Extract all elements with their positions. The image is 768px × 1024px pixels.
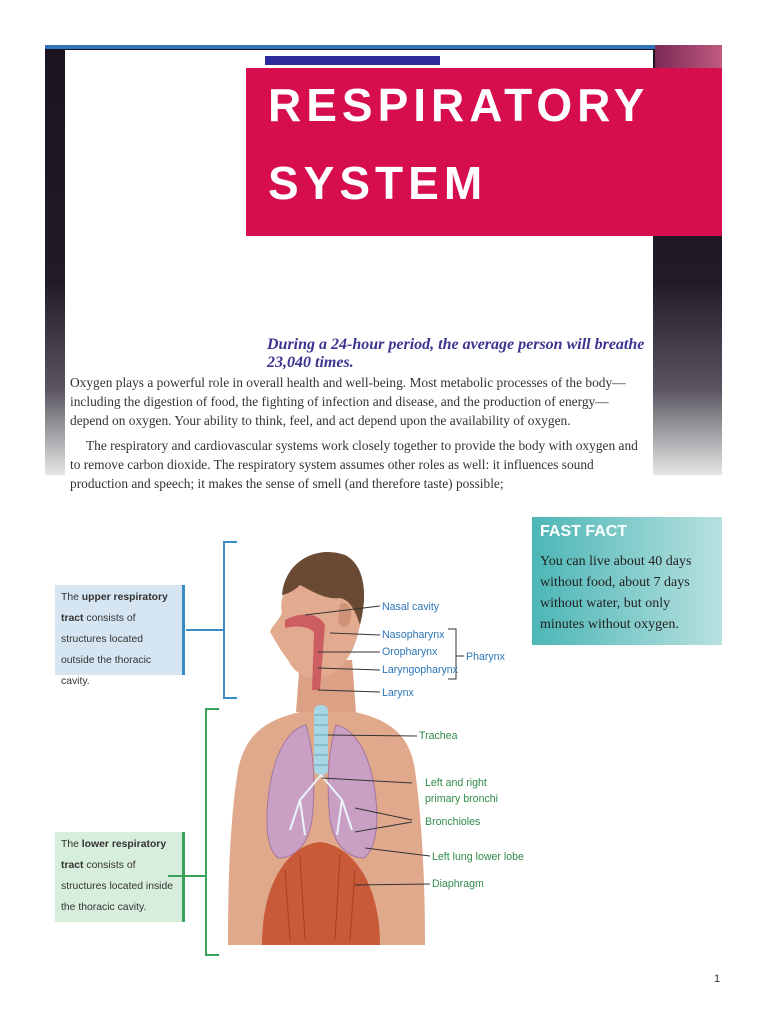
corner-decoration: [655, 45, 722, 70]
title-line-1: RESPIRATORY: [268, 79, 650, 131]
lower-box-bold: lower respiratory tract: [61, 839, 167, 871]
label-diaphragm: Diaphragm: [432, 878, 484, 890]
fast-fact-text: You can live about 40 days without food,…: [540, 554, 692, 632]
tagline: During a 24-hour period, the average per…: [267, 336, 645, 371]
diaphragm-shape: [262, 842, 380, 945]
label-laryngopharynx: Laryngopharynx: [382, 664, 458, 676]
label-pharynx: Pharynx: [466, 651, 505, 663]
label-nasopharynx: Nasopharynx: [382, 629, 445, 641]
diaphragm-fibers: [284, 854, 356, 941]
title-banner: RESPIRATORY SYSTEM: [246, 68, 722, 236]
label-left-lung-lower-lobe: Left lung lower lobe: [432, 851, 524, 863]
accent-bar: [265, 56, 440, 65]
leader-lines: [304, 605, 431, 886]
upper-tract-box: The upper respiratory tract consists of …: [55, 585, 185, 687]
fast-fact-heading: FAST FACT: [540, 523, 628, 540]
right-lung: [266, 724, 315, 859]
left-lung: [327, 724, 378, 859]
label-oropharynx: Oropharynx: [382, 646, 438, 658]
upper-box-post: consists of structures located outside t…: [61, 613, 152, 687]
page-number: 1: [714, 973, 721, 985]
upper-box-bold: upper respiratory tract: [61, 592, 168, 624]
lower-tract-box: The lower respiratory tract consists of …: [55, 832, 185, 922]
paragraph-1: Oxygen plays a powerful role in overall …: [70, 375, 626, 428]
trachea-rings: [314, 714, 328, 766]
lower-box-pre: The: [61, 839, 82, 850]
bronchi: [289, 774, 353, 836]
ear: [338, 603, 352, 628]
title-line-2: SYSTEM: [268, 157, 488, 209]
trachea-tube: [314, 705, 328, 775]
lower-box-post: consists of structures located inside th…: [61, 860, 174, 913]
label-trachea: Trachea: [419, 730, 458, 742]
hair: [282, 551, 365, 625]
label-larynx: Larynx: [382, 687, 414, 699]
label-bronchi-2: primary bronchi: [425, 793, 499, 805]
paragraph-2: The respiratory and cardiovascular syste…: [70, 438, 638, 491]
lower-bracket: [168, 708, 219, 956]
nasal-passage: [285, 614, 325, 690]
fast-fact-box: FAST FACT You can live about 40 days wit…: [532, 517, 722, 645]
upper-bracket: [186, 541, 237, 699]
slide-top-strip: [45, 45, 722, 49]
label-nasal-cavity: Nasal cavity: [382, 601, 440, 613]
pharynx-bracket: [448, 628, 464, 680]
upper-box-pre: The: [61, 592, 82, 603]
label-bronchi-1: Left and right: [425, 777, 487, 789]
label-bronchioles: Bronchioles: [425, 816, 481, 828]
